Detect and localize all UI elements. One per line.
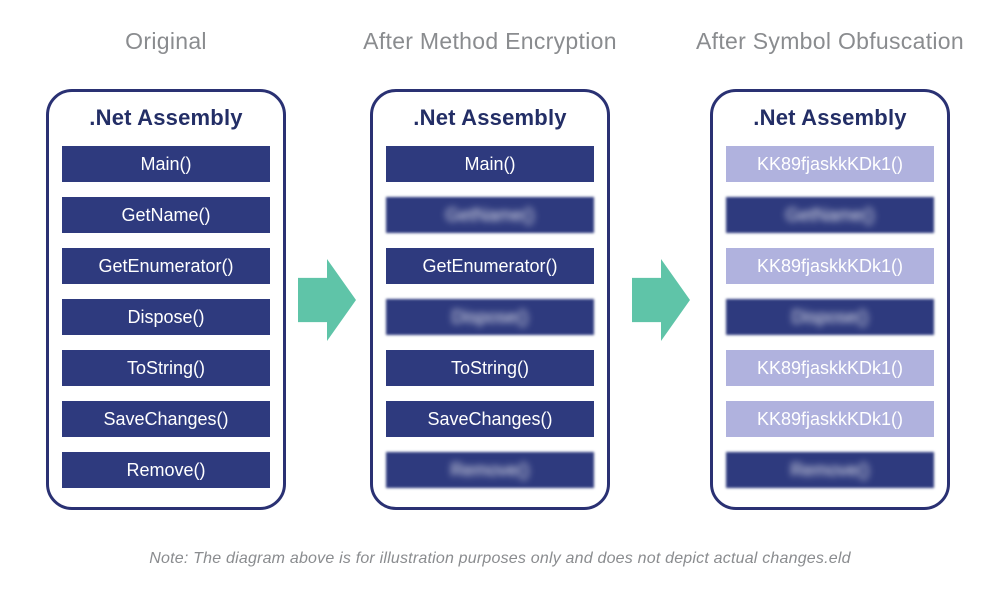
method-row-blurred: Remove()	[386, 452, 594, 488]
method-row: SaveChanges()	[62, 401, 270, 437]
method-label: KK89fjaskkKDk1()	[756, 357, 904, 378]
method-label: KK89fjaskkKDk1()	[756, 153, 904, 174]
footnote: Note: The diagram above is for illustrat…	[149, 550, 851, 567]
method-label: KK89fjaskkKDk1()	[756, 255, 904, 276]
method-row: Remove()	[62, 452, 270, 488]
assembly-card-method-encryption: .Net Assembly Main() GetName() GetEnumer…	[370, 89, 610, 510]
method-row: Main()	[62, 146, 270, 182]
method-row: GetEnumerator()	[62, 248, 270, 284]
method-row: GetEnumerator()	[386, 248, 594, 284]
method-label: GetName()	[121, 204, 211, 225]
method-label: ToString()	[450, 357, 530, 378]
column-title-symbol-obfuscation: After Symbol Obfuscation	[696, 28, 964, 54]
method-label: GetName()	[445, 204, 535, 225]
method-label: Dispose()	[791, 306, 869, 327]
method-row: SaveChanges()	[386, 401, 594, 437]
method-row: ToString()	[386, 350, 594, 386]
method-row: GetName()	[62, 197, 270, 233]
method-row: ToString()	[62, 350, 270, 386]
card-title: .Net Assembly	[413, 105, 567, 130]
method-row-blurred: GetName()	[386, 197, 594, 233]
method-label: Main()	[140, 153, 192, 174]
right-arrow-icon	[298, 259, 356, 341]
method-row-blurred: GetName()	[726, 197, 934, 233]
method-label: Remove()	[126, 459, 206, 480]
method-row-blurred: Dispose()	[726, 299, 934, 335]
method-label: ToString()	[126, 357, 206, 378]
method-label: Remove()	[790, 459, 870, 480]
method-row: KK89fjaskkKDk1()	[726, 248, 934, 284]
method-label: KK89fjaskkKDk1()	[756, 408, 904, 429]
method-list: Main() GetName() GetEnumerator() Dispose…	[49, 146, 283, 488]
method-label: Main()	[464, 153, 516, 174]
method-list: Main() GetName() GetEnumerator() Dispose…	[373, 146, 607, 488]
method-row: KK89fjaskkKDk1()	[726, 350, 934, 386]
method-row-blurred: Dispose()	[386, 299, 594, 335]
method-label: SaveChanges()	[427, 408, 553, 429]
method-label: SaveChanges()	[103, 408, 229, 429]
method-label: Remove()	[450, 459, 530, 480]
method-row: KK89fjaskkKDk1()	[726, 146, 934, 182]
method-list: KK89fjaskkKDk1() GetName() KK89fjaskkKDk…	[713, 146, 947, 488]
column-title-original: Original	[125, 28, 207, 54]
assembly-card-original: .Net Assembly Main() GetName() GetEnumer…	[46, 89, 286, 510]
method-row: KK89fjaskkKDk1()	[726, 401, 934, 437]
method-row: Main()	[386, 146, 594, 182]
method-label: Dispose()	[127, 306, 205, 327]
method-label: GetEnumerator()	[422, 255, 558, 276]
right-arrow-icon	[632, 259, 690, 341]
card-title: .Net Assembly	[753, 105, 907, 130]
method-label: GetEnumerator()	[98, 255, 234, 276]
method-row-blurred: Remove()	[726, 452, 934, 488]
card-title: .Net Assembly	[89, 105, 243, 130]
method-row: Dispose()	[62, 299, 270, 335]
column-title-method-encryption: After Method Encryption	[363, 28, 617, 54]
method-label: GetName()	[785, 204, 875, 225]
method-label: Dispose()	[451, 306, 529, 327]
assembly-card-symbol-obfuscation: .Net Assembly KK89fjaskkKDk1() GetName()…	[710, 89, 950, 510]
